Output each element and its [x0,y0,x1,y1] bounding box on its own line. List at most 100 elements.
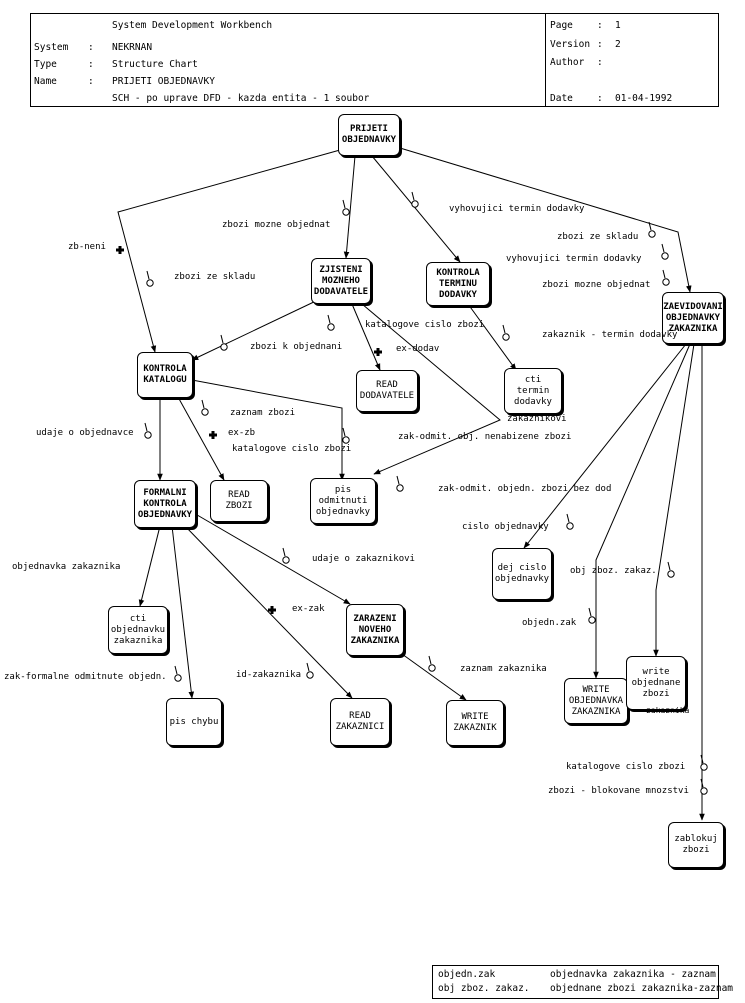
module-write-objednane-zbozi: write objednane zbozi [626,656,686,710]
page-label: Page [550,20,573,31]
data-couple-icon [201,408,209,416]
title-block [30,13,546,107]
data-couple-icon [327,323,335,331]
control-flag-icon [374,348,382,356]
separator: : [88,42,94,53]
call-zarazeni-write-zakaznik [401,653,467,701]
call-kontrola-katalogu-read-zbozi [177,396,225,481]
module-zaevidovani-objednavky: ZAEVIDOVANI OBJEDNAVKY ZAKAZNIKA [662,292,724,344]
legend-row2-key: obj zboz. zakaz. [438,983,530,994]
module-write-objednavka-zakaznika: WRITE OBJEDNAVKA ZAKAZNIKA [564,678,628,724]
data-couple-tail [342,199,346,209]
label-katalogove-cislo-2: katalogove cislo zbozi [232,444,352,454]
data-couple-icon [144,431,152,439]
label-ex-dodav: ex-dodav [396,344,440,354]
label-zakaznikovi: zakaznikovi [507,414,567,424]
label-objednavka-zakaznika: objednavka zakaznika [12,562,121,572]
name-value: PRIJETI OBJEDNAVKY [112,76,215,87]
legend-box [432,965,719,999]
module-prijeti-objednavky: PRIJETI OBJEDNAVKY [338,114,400,156]
control-flag-icon [209,431,217,439]
separator: : [597,20,603,31]
data-couple-icon [396,484,404,492]
label-zb-neni: zb-neni [68,242,106,252]
name-label: Name [34,76,57,87]
data-couple-tail [428,655,432,665]
module-zjisteni-mozneho-dodavatele: ZJISTENI MOZNEHO DODAVATELE [311,258,371,304]
data-couple-tail [700,778,704,788]
data-couple-tail [306,662,310,672]
data-couple-icon [342,208,350,216]
label-zbozi-mozne-objednat: zbozi mozne objednat [222,220,331,230]
data-couple-icon [667,570,675,578]
data-couple-tail [201,399,205,409]
separator: : [88,59,94,70]
page-info-block [545,13,719,107]
label-id-zakaznika: id-zakaznika [236,670,302,680]
type-value: Structure Chart [112,59,198,70]
label-zak-formalne-odmitnute: zak-formalne odmitnute objedn. [4,672,167,682]
module-cti-objednavku-zakaznika: cti objednavku zakaznika [108,606,168,654]
module-kontrola-katalogu: KONTROLA KATALOGU [137,352,193,398]
data-couple-icon [700,763,708,771]
data-couple-tail [220,334,224,344]
label-zaznam-zakaznika: zaznam zakaznika [460,664,547,674]
call-kontrola-katalogu-pis-odmitnuti [191,379,345,481]
call-formalni-pis-chybu [171,525,195,699]
call-zjisteni-pis-odmitnuti [361,303,501,475]
call-prijeti-kontrola-katalogu [117,149,341,353]
system-value: NEKRNAN [112,42,153,53]
module-read-dodavatele: READ DODAVATELE [356,370,418,412]
control-flag-icon [268,606,276,614]
data-couple-tail [411,191,415,201]
label-cislo-objednavky: cislo objednavky [462,522,549,532]
label-zbozi-blokovane: zbozi - blokovane mnozstvi [548,786,689,796]
data-couple-tail [502,324,506,334]
label-obj-zboz-zakaz: obj zboz. zakaz. [570,566,657,576]
label-objedn-zak: objedn.zak [522,618,577,628]
separator: : [597,57,603,68]
label-udaje-o-objednavce: udaje o objednavce [36,428,134,438]
data-couple-icon [306,671,314,679]
label-udaje-o-zakaznikovi: udaje o zakaznikovi [312,554,415,564]
data-couple-icon [661,252,669,260]
call-prijeti-zjisteni [343,155,356,259]
label-zbozi-ze-skladu-2: zbozi ze skladu [557,232,639,242]
call-zaevidovani-write-objednavka [593,343,691,679]
label-katalogove-cislo-1: katalogove cislo zbozi [365,320,485,330]
module-formalni-kontrola-objednavky: FORMALNI KONTROLA OBJEDNAVKY [134,480,196,528]
workbench-title: System Development Workbench [112,20,273,31]
label-vyhovujici-termin: vyhovujici termin dodavky [449,204,585,214]
label-ex-zak: ex-zak [292,604,325,614]
call-zjisteni-kontrola-katalogu [191,299,319,361]
label-zakaznik-termin: zakaznik - termin dodavky [542,330,678,340]
label-zaznam-zbozi: zaznam zbozi [230,408,296,418]
data-couple-icon [566,522,574,530]
data-couple-icon [700,787,708,795]
module-pis-odmitnuti-objednavky: pis odmitnuti objednavky [310,478,376,524]
call-prijeti-kontrola-terminu [371,155,461,263]
separator: : [88,76,94,87]
label-zak-odmit-nenabizene: zak-odmit. obj. nenabizene zbozi [398,432,572,442]
legend-row1-key: objedn.zak [438,969,496,980]
legend-row2-value: objednane zbozi zakaznika-zaznam [550,983,734,994]
module-write-zakaznik: WRITE ZAKAZNIK [446,700,504,746]
data-couple-icon [662,278,670,286]
data-couple-icon [428,664,436,672]
version-value: 2 [615,39,621,50]
call-prijeti-zaevidovani [399,147,692,293]
data-couple-tail [327,314,331,324]
label-zbozi-mozne-objednat-2: zbozi mozne objednat [542,280,651,290]
call-formalni-read-zakaznici [184,525,353,699]
data-couple-tail [174,665,178,675]
data-couple-icon [342,436,350,444]
call-zjisteni-read-dodavatele [351,303,381,371]
label-zak-odmit-bez-dod: zak-odmit. objedn. zbozi bez dod [438,484,612,494]
call-zaevidovani-dej-cislo [523,343,687,549]
data-couple-icon [146,279,154,287]
label-vyhovujici-termin-2: vyhovujici termin dodavky [506,254,642,264]
data-couple-tail [588,607,592,617]
system-label: System [34,42,69,53]
data-couple-icon [282,556,290,564]
label-katalogove-cislo-3: katalogove cislo zbozi [566,762,686,772]
